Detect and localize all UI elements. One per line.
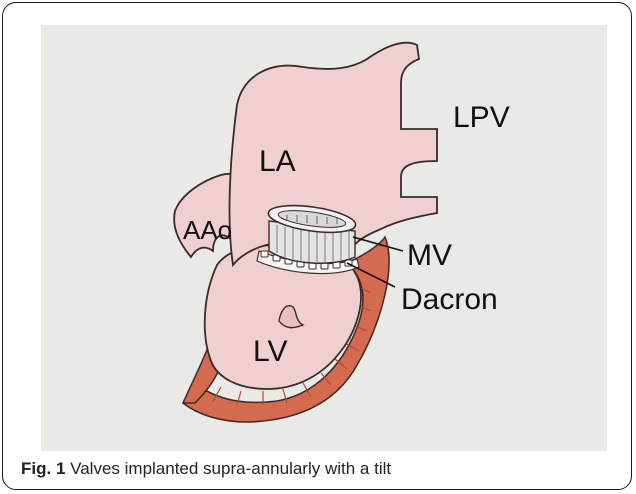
caption-figure-number: Fig. 1 — [21, 459, 65, 478]
heart-illustration: LA LPV AAo MV Dacron LV — [41, 25, 607, 451]
figure-caption: Fig. 1 Valves implanted supra-annularly … — [21, 459, 391, 479]
label-lv: LV — [253, 335, 287, 368]
label-la: LA — [259, 145, 296, 178]
caption-text: Valves implanted supra-annularly with a … — [70, 459, 391, 478]
label-mv: MV — [407, 239, 452, 272]
label-dacron: Dacron — [401, 283, 498, 316]
figure-frame: LA LPV AAo MV Dacron LV Fig. 1 Valves im… — [2, 2, 632, 490]
label-lpv: LPV — [453, 101, 510, 134]
label-aao: AAo — [183, 215, 232, 245]
heart-diagram: LA LPV AAo MV Dacron LV — [41, 25, 607, 451]
